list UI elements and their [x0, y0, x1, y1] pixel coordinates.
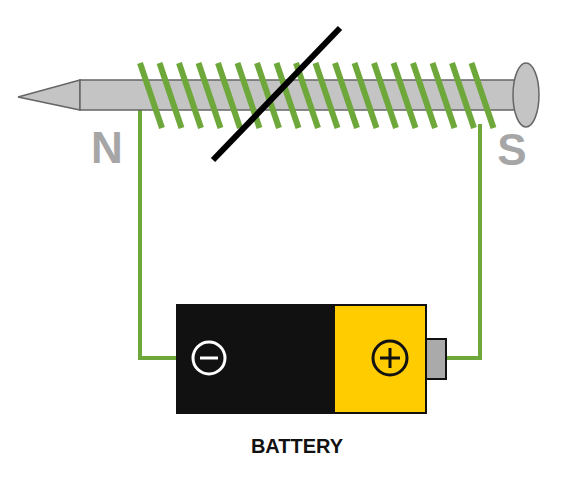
- nail-tip: [18, 80, 80, 110]
- wire: [140, 106, 180, 358]
- battery-terminal: [426, 339, 446, 379]
- coil-turn: [452, 63, 474, 128]
- minus-symbol: [193, 342, 225, 374]
- coil-turn: [218, 63, 240, 128]
- pole-label: N: [91, 126, 123, 170]
- pole-label: S: [497, 128, 526, 172]
- coil-turn: [394, 63, 416, 128]
- coil-turn: [316, 63, 338, 128]
- coil-turn: [355, 63, 377, 128]
- coil-turn: [199, 63, 221, 128]
- battery-positive-end: [334, 305, 426, 413]
- nail-head: [513, 63, 539, 127]
- coil: [140, 63, 494, 128]
- coil-turn: [472, 63, 494, 128]
- plus-symbol: [373, 341, 407, 375]
- coil-turn: [140, 63, 162, 128]
- coil-turn: [335, 63, 357, 128]
- coil-turn: [433, 63, 455, 128]
- cross-line: [213, 28, 340, 160]
- component-label: BATTERY: [251, 436, 343, 456]
- wire: [446, 124, 480, 358]
- coil-turn: [160, 63, 182, 128]
- battery-body: [177, 305, 334, 413]
- coil-turn: [179, 63, 201, 128]
- coil-turn: [413, 63, 435, 128]
- coil-turn: [374, 63, 396, 128]
